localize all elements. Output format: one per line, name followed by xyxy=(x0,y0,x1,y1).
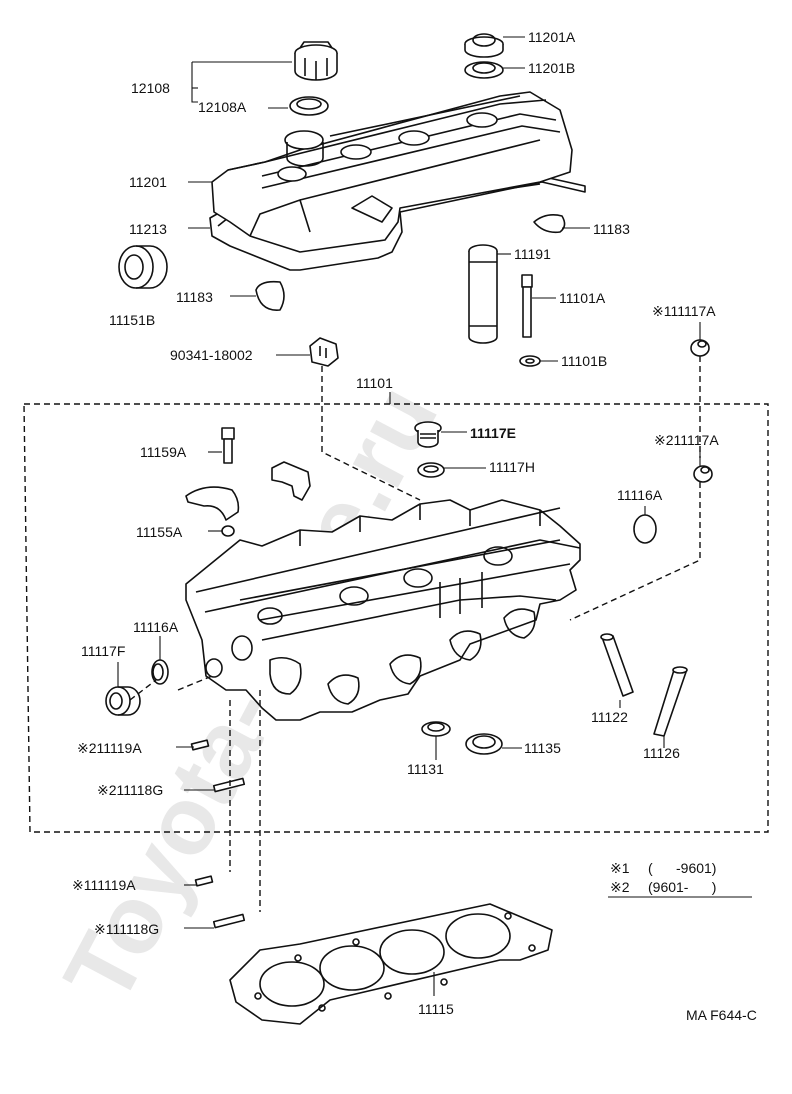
label-11155A: 11155A xyxy=(136,524,183,540)
spark-plug-tube xyxy=(468,244,498,344)
bolt-11101A xyxy=(521,274,533,338)
label-11116A-right: 11116A xyxy=(617,487,663,503)
pin-11118G-1 xyxy=(212,913,246,929)
label-11126: 11126 xyxy=(643,745,680,761)
label-11117F: 11117F xyxy=(81,643,125,659)
label-11117H: 11117H xyxy=(489,459,535,475)
washer-11101B xyxy=(519,355,541,367)
bolt-11159A xyxy=(221,427,235,464)
legend: ※1 ( -9601) ※2 (9601- ) xyxy=(608,860,752,898)
label-11122: 11122 xyxy=(591,709,628,725)
plug-11116A-left xyxy=(151,659,169,685)
half-moon-plug-right xyxy=(533,214,566,234)
label-11101: 11101 xyxy=(356,375,393,391)
diagram-code: MA F644-C xyxy=(686,1007,757,1023)
plug-11117E xyxy=(414,421,442,448)
label-90341-18002: 90341-18002 xyxy=(170,347,253,363)
leader-lines xyxy=(117,36,701,996)
plug-11116A-right xyxy=(633,514,657,544)
legend-note1-mark: ※1 xyxy=(610,860,630,876)
oil-filler-cap xyxy=(294,41,338,81)
label-11201: 11201 xyxy=(129,174,167,190)
bearing-cap-1 xyxy=(271,461,311,501)
label-11213: 11213 xyxy=(129,221,167,237)
legend-note2-mark: ※2 xyxy=(610,879,630,895)
label-11119A-2: ※211119A xyxy=(77,740,142,756)
plug-11117F xyxy=(105,686,141,716)
label-11183-left: 11183 xyxy=(176,289,213,305)
legend-note1-text: ( -9601) xyxy=(648,860,716,876)
seal-11151B xyxy=(118,245,168,289)
head-gasket xyxy=(229,903,553,1025)
label-11135: 11135 xyxy=(524,740,561,756)
gasket-11117H xyxy=(417,462,445,478)
grommet-11201A xyxy=(464,33,504,58)
label-11183-right: 11183 xyxy=(593,221,630,237)
bearing-cap-2 xyxy=(185,486,240,521)
label-11201B: 11201B xyxy=(528,60,575,76)
label-11191: 11191 xyxy=(514,246,551,262)
label-11117E: 11117E xyxy=(470,425,516,441)
label-11151B: 11151B xyxy=(109,312,155,328)
ring-11135 xyxy=(465,733,503,755)
label-11159A: 11159A xyxy=(140,444,187,460)
valve-guide-11126 xyxy=(653,666,688,737)
pin-11119A-1 xyxy=(194,875,214,887)
grommet-11201B xyxy=(464,61,504,79)
legend-note2-text: (9601- ) xyxy=(648,879,716,895)
part-labels: 11201A 11201B 12108 12108A 11201 11213 1… xyxy=(72,29,719,1017)
label-11118G-1: ※111118G xyxy=(94,921,159,937)
label-11201A: 11201A xyxy=(528,29,576,45)
plug-11117A-1 xyxy=(690,339,710,357)
filler-cap-gasket xyxy=(289,96,329,116)
pin-11118G-2 xyxy=(212,777,246,793)
label-11101A: 11101A xyxy=(559,290,606,306)
cylinder-head-frame xyxy=(23,403,769,833)
valve-guide-11122 xyxy=(600,633,634,697)
ring-11131 xyxy=(421,721,451,737)
label-12108: 12108 xyxy=(131,80,170,96)
label-11118G-2: ※211118G xyxy=(97,782,163,798)
label-11117A-2: ※211117A xyxy=(654,432,719,448)
half-moon-plug-left xyxy=(255,280,285,311)
cylinder-head xyxy=(185,499,581,721)
label-12108A: 12108A xyxy=(198,99,247,115)
sensor-90341 xyxy=(309,337,339,367)
label-11101B: 11101B xyxy=(561,353,607,369)
plug-11117A-2 xyxy=(693,465,713,483)
label-11131: 11131 xyxy=(407,761,444,777)
label-11115: 11115 xyxy=(418,1001,454,1017)
dowel-11155A xyxy=(221,525,235,537)
label-11119A-1: ※111119A xyxy=(72,877,136,893)
label-11117A-1: ※111117A xyxy=(652,303,716,319)
valve-cover xyxy=(211,91,573,253)
label-11116A-left: 11116A xyxy=(133,619,179,635)
